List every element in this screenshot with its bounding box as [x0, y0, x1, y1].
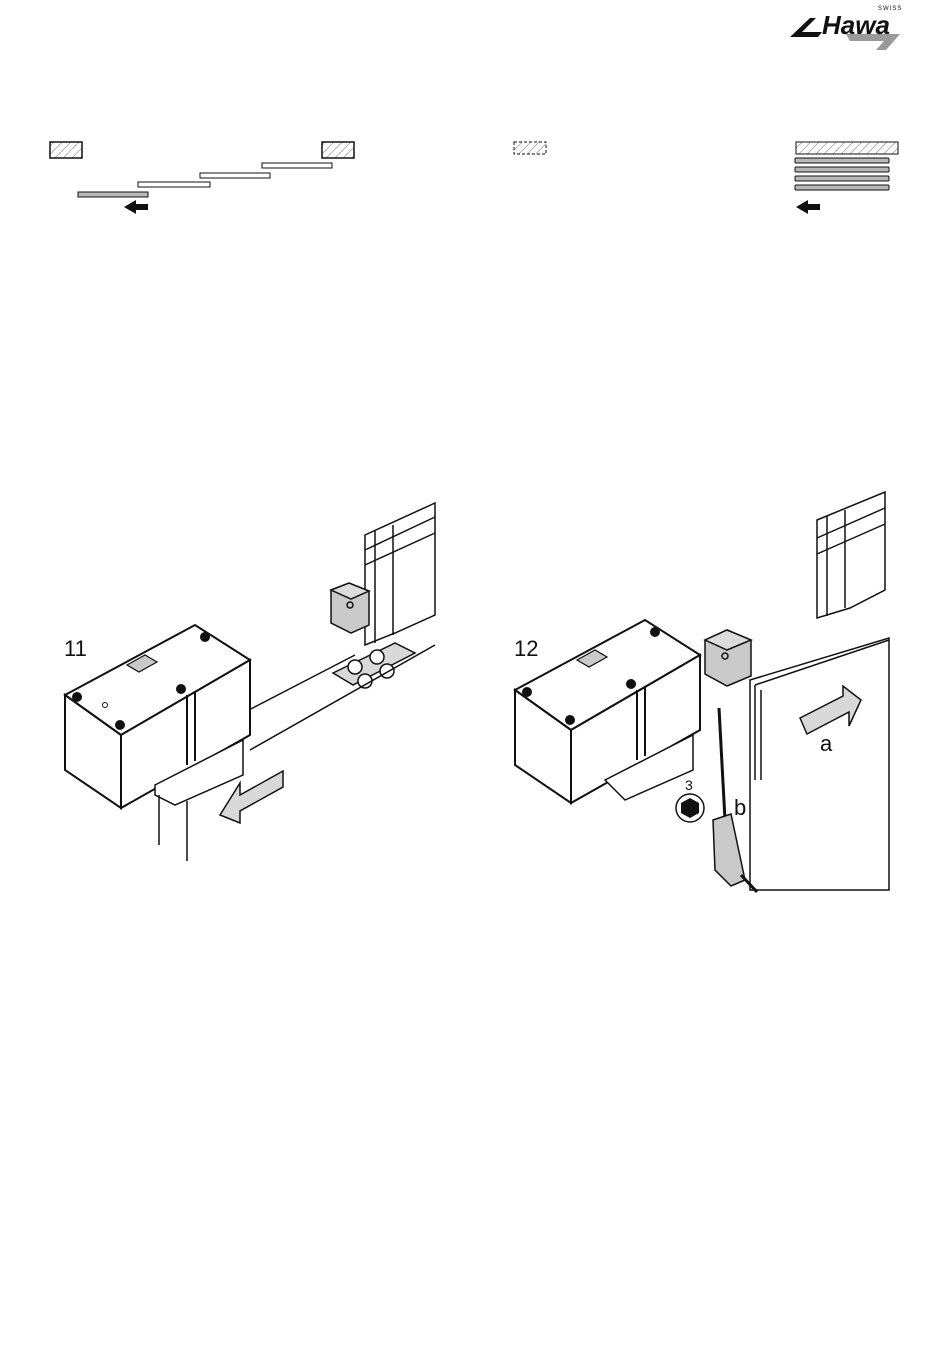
motor-unit	[515, 620, 700, 803]
step-11-illustration	[55, 495, 455, 875]
door-panel	[200, 173, 270, 178]
door-panel	[262, 163, 332, 168]
arrow-left-icon	[124, 200, 148, 214]
door-panel	[138, 182, 210, 187]
door-panel	[78, 192, 148, 197]
step-12-illustration	[505, 490, 905, 890]
stacked-panel	[795, 167, 889, 172]
stacking-diagram-right	[500, 130, 920, 220]
track-profile	[817, 492, 885, 618]
hex-size-label: 3	[685, 777, 693, 793]
wall-block-left	[514, 142, 546, 154]
hex-size-icon	[676, 794, 704, 822]
track-profile	[365, 503, 435, 645]
logo-brand: Hawa	[822, 10, 890, 41]
stop-block	[705, 630, 751, 686]
stacked-panel	[795, 176, 889, 181]
stop-block	[331, 583, 369, 633]
wall-block-left	[50, 142, 82, 158]
wall-block-right	[322, 142, 354, 158]
label-a: a	[820, 733, 832, 755]
arrow-right-icon	[796, 200, 820, 214]
door-leaf	[750, 638, 889, 890]
wall-block-right	[796, 142, 898, 154]
hawa-logo: SWISS Hawa	[788, 4, 904, 54]
rail	[243, 645, 435, 750]
stacked-panel	[795, 158, 889, 163]
mounting-plate	[333, 643, 415, 688]
stacked-panel	[795, 185, 889, 190]
stacking-diagram-left	[40, 130, 360, 220]
label-b: b	[734, 797, 746, 819]
slide-right-arrow-icon	[800, 686, 861, 734]
